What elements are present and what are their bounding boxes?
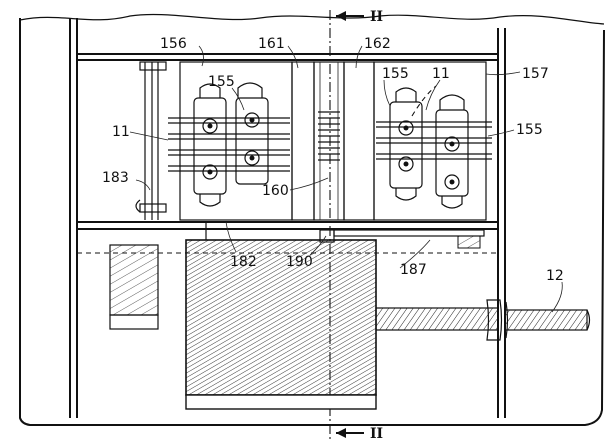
- label-187: 187: [400, 262, 427, 278]
- label-161: 161: [258, 36, 285, 52]
- center-column: [291, 10, 375, 440]
- label-156: 156: [160, 36, 187, 52]
- housing: [19, 13, 605, 426]
- label-162: 162: [364, 36, 391, 52]
- label-155-left: 155: [208, 74, 235, 90]
- leader-lines: [129, 45, 563, 313]
- lever-arm: [333, 229, 485, 249]
- label-11-left: 11: [112, 124, 130, 140]
- label-157: 157: [522, 66, 549, 82]
- label-190: 190: [286, 254, 313, 270]
- reference-numerals: 156 161 162 157 155 155 155 11 11 183 16…: [102, 36, 564, 284]
- label-182: 182: [230, 254, 257, 270]
- section-marks: II II: [336, 9, 383, 442]
- label-11-right: 11: [432, 66, 450, 82]
- central-block: [185, 222, 377, 410]
- left-rod-assembly: [135, 61, 167, 220]
- label-160: 160: [262, 183, 289, 199]
- section-mark-bottom: II: [370, 426, 383, 442]
- left-stub-block: [109, 244, 159, 330]
- section-mark-top: II: [370, 9, 383, 25]
- label-155-right: 155: [382, 66, 409, 82]
- right-switch-panel: [373, 61, 492, 221]
- label-183: 183: [102, 170, 129, 186]
- label-12: 12: [546, 268, 564, 284]
- label-155-far-right: 155: [516, 122, 543, 138]
- cable: [375, 299, 591, 341]
